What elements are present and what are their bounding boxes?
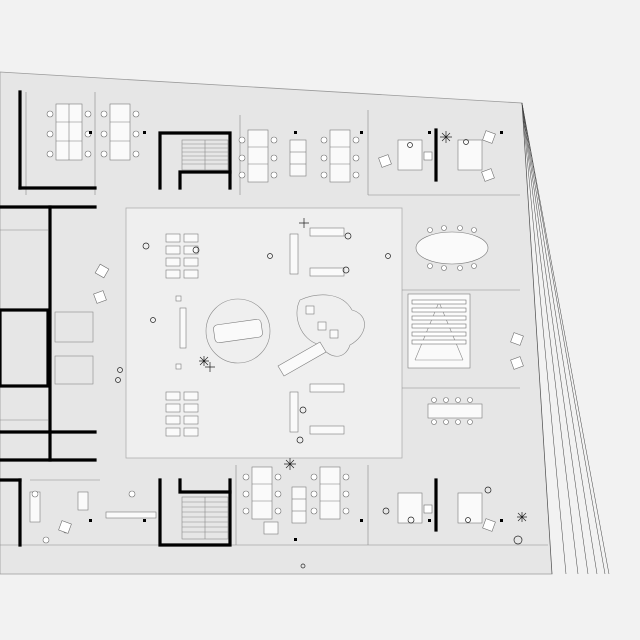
- sofa-icon: [296, 294, 365, 357]
- walls: [0, 90, 438, 547]
- plant-icon: [115, 131, 527, 569]
- partitions: [0, 92, 548, 546]
- column-markers: [89, 131, 503, 541]
- service-core-west: [0, 229, 94, 421]
- stair-icon: [181, 139, 229, 540]
- boardroom-table-icon: [427, 397, 483, 425]
- facade-lines: [521, 102, 610, 575]
- atrium-furniture: [165, 227, 365, 437]
- car-icon: [213, 318, 263, 344]
- private-office-desks: [58, 130, 524, 534]
- meeting-table-icon: [415, 225, 489, 271]
- desk-cluster-icon: [29, 103, 360, 544]
- auditorium-seating-icon: [407, 293, 471, 369]
